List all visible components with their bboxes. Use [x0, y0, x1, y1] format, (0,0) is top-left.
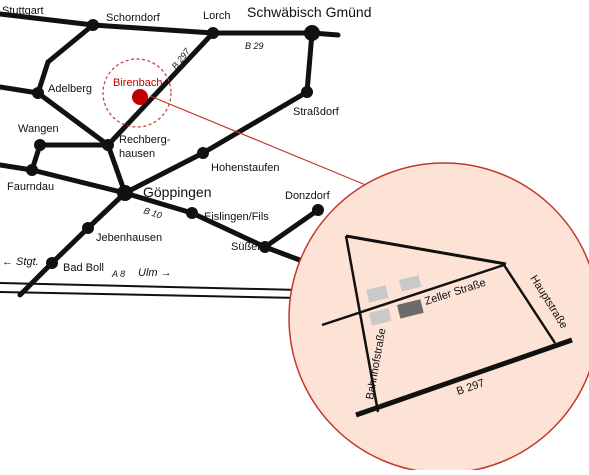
road-strassdorf-hohenstaufen — [200, 89, 310, 156]
birenbach-highlight — [102, 58, 172, 128]
inset-buildings — [366, 275, 424, 326]
inset-b297 — [355, 337, 573, 418]
building-light-2 — [399, 275, 422, 292]
road-hohenstaufen-goeppingen — [122, 150, 206, 196]
building-light-3 — [369, 308, 392, 326]
motorway-a8 — [0, 282, 301, 299]
dot-lorch — [207, 27, 219, 39]
inset-circle — [288, 162, 589, 474]
label-hohenstaufen: Hohenstaufen — [211, 162, 280, 174]
dot-jebenhausen — [82, 222, 94, 234]
label-jebenhausen: Jebenhausen — [96, 232, 162, 244]
label-b29: B 29 — [245, 41, 264, 51]
road-west-adelberg — [0, 84, 41, 96]
label-schwaebisch-gmuend: Schwäbisch Gmünd — [247, 4, 372, 20]
dot-suessen — [259, 241, 271, 253]
road-goeppingen-jebenhausen — [85, 190, 128, 231]
road-faurndau-goeppingen — [29, 167, 128, 196]
birenbach-marker — [132, 89, 148, 105]
town-labels: Stuttgart Schorndorf Lorch Schwäbisch Gm… — [2, 4, 372, 274]
dot-donzdorf — [312, 204, 324, 216]
inset-hauptstrasse — [502, 264, 557, 344]
label-adelberg: Adelberg — [48, 83, 92, 95]
label-schorndorf: Schorndorf — [106, 12, 161, 24]
road-donzdorf-suessen — [262, 207, 321, 250]
label-lorch: Lorch — [203, 10, 231, 22]
road-network — [0, 11, 341, 298]
dot-adelberg — [32, 87, 44, 99]
inset-top-road — [345, 234, 507, 266]
label-rechberghausen-2: hausen — [119, 148, 155, 160]
inset-detail-map: Zeller Straße Hauptstraße Bahnhofstraße … — [288, 162, 589, 474]
label-donzdorf: Donzdorf — [285, 190, 331, 202]
label-dir-ulm: Ulm → — [138, 267, 172, 279]
label-wangen: Wangen — [18, 123, 59, 135]
road-schorndorf-adelberg — [45, 22, 96, 65]
dot-hohenstaufen — [197, 147, 209, 159]
label-faurndau: Faurndau — [7, 181, 54, 193]
a8-lane-1 — [0, 282, 301, 291]
dot-eislingen — [186, 207, 198, 219]
dot-bad-boll — [46, 257, 58, 269]
road-b10-goeppingen-eislingen — [122, 190, 195, 216]
label-rechberghausen-1: Rechberg- — [119, 134, 171, 146]
a8-lane-2 — [0, 291, 301, 299]
dot-strassdorf — [301, 86, 313, 98]
birenbach-dashed-ring — [102, 58, 172, 128]
label-dir-stgt: ← Stgt. — [2, 256, 39, 268]
dot-faurndau — [26, 164, 38, 176]
town-markers — [26, 19, 324, 269]
inset-streets — [321, 234, 573, 418]
road-jebenhausen-badboll — [49, 225, 91, 266]
road-adelberg-rechberghausen — [35, 90, 111, 148]
road-b10-east — [262, 244, 308, 265]
callout-line — [149, 95, 374, 189]
label-bad-boll: Bad Boll — [63, 262, 104, 274]
label-strassdorf: Straßdorf — [293, 106, 340, 118]
road-rechberghausen-goeppingen — [105, 142, 128, 196]
dot-goeppingen — [117, 185, 133, 201]
road-gmuend-strassdorf — [304, 30, 315, 95]
label-suessen: Süßen — [231, 241, 263, 253]
label-birenbach: Birenbach — [113, 77, 163, 89]
callout-connector — [149, 95, 374, 189]
label-eislingen: Eislingen/Fils — [204, 211, 269, 223]
road-badboll-sw — [17, 260, 55, 298]
label-goeppingen: Göppingen — [143, 184, 212, 200]
dot-wangen — [34, 139, 46, 151]
inset-bahnhofstrasse — [344, 235, 380, 413]
road-schorndorf-lorch — [90, 22, 216, 36]
building-dark — [397, 299, 424, 319]
building-light-1 — [366, 285, 389, 303]
inset-zeller-strasse — [321, 263, 505, 327]
road-stuttgart-schorndorf — [0, 11, 96, 28]
dot-schorndorf — [87, 19, 99, 31]
road-b297-north — [105, 30, 216, 148]
dot-schwaebisch-gmuend — [304, 25, 320, 41]
dot-rechberghausen — [102, 139, 114, 151]
road-b10-eislingen-suessen — [189, 210, 268, 250]
label-a8: A 8 — [111, 269, 125, 279]
label-stuttgart: Stuttgart — [2, 5, 44, 17]
label-b10: B 10 — [142, 205, 163, 220]
